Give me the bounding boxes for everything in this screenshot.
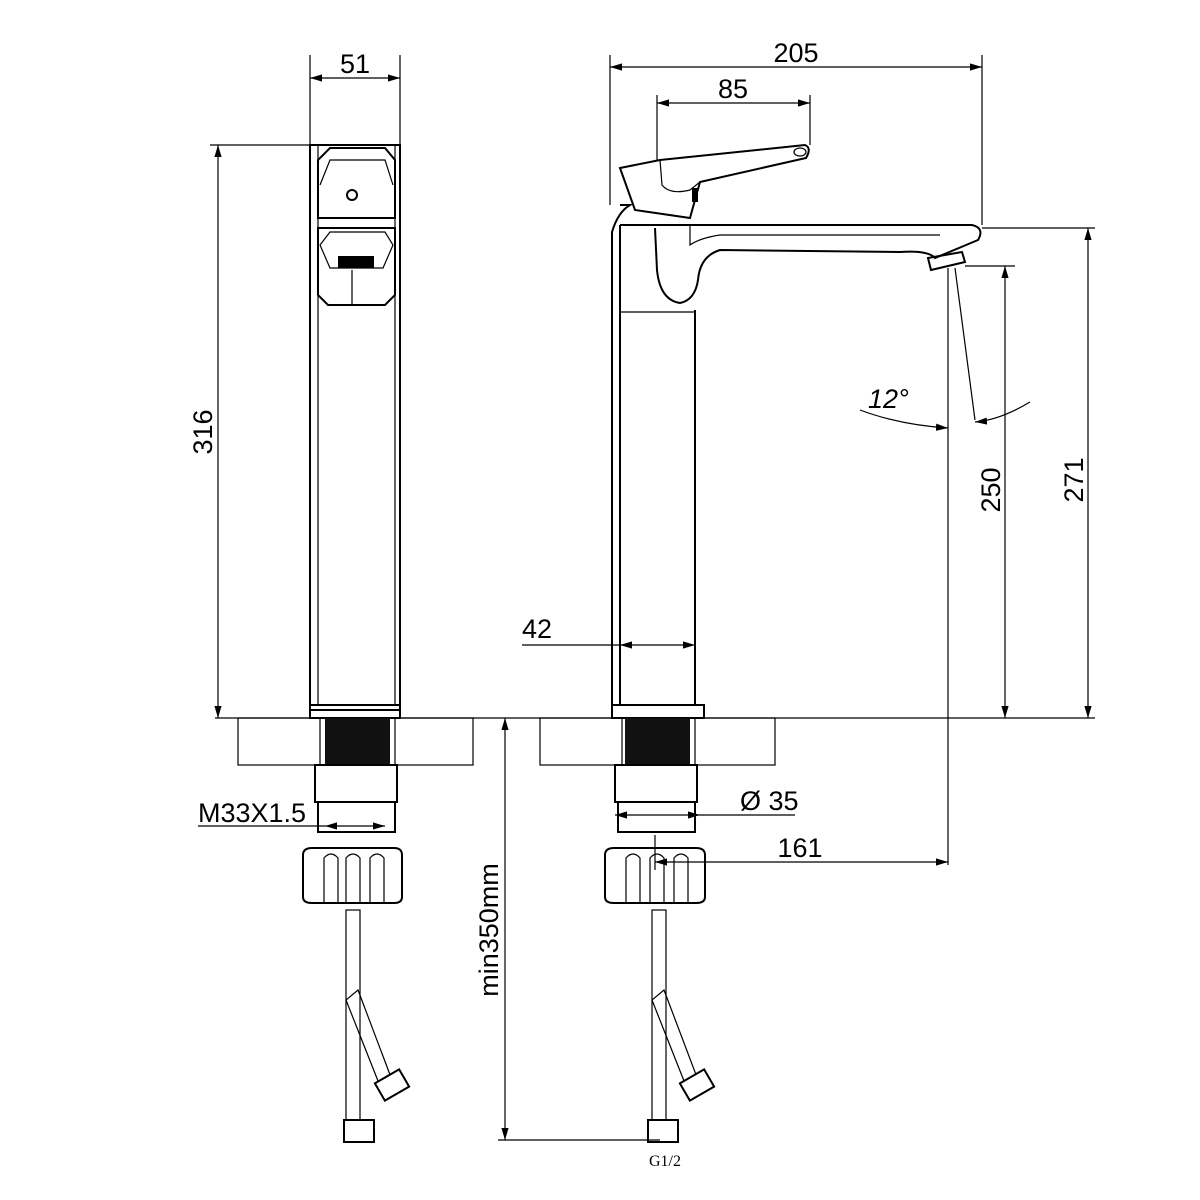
dim-42-label: 42 (522, 614, 552, 644)
dim-271-label: 271 (1059, 457, 1089, 502)
hose-connection-label: G1/2 (649, 1153, 681, 1170)
dim-thread: M33X1.5 (198, 798, 385, 830)
dim-205-label: 205 (773, 38, 818, 68)
dim-35: Ø 35 (615, 786, 799, 819)
dim-hose-length: min350mm (474, 718, 660, 1141)
dim-250-label: 250 (976, 467, 1006, 512)
dim-12-degrees: 12° (859, 267, 1031, 865)
dim-35-label: Ø 35 (740, 786, 799, 816)
dim-250: 250 (965, 265, 1015, 718)
angle-label: 12° (868, 384, 909, 414)
dim-316: 316 (188, 144, 330, 718)
front-view (539, 143, 982, 1143)
dim-161-label: 161 (777, 833, 822, 863)
dim-161: 161 (654, 833, 948, 870)
dim-42: 42 (522, 614, 695, 649)
dim-85: 85 (656, 74, 811, 160)
dim-51-label: 51 (340, 49, 370, 79)
handle-screw (346, 189, 358, 201)
dim-85-label: 85 (718, 74, 748, 104)
dim-271: 271 (982, 227, 1095, 718)
side-view (237, 144, 474, 1143)
hose-length-label: min350mm (474, 863, 504, 997)
dim-51: 51 (309, 49, 401, 145)
dim-205: 205 (609, 38, 983, 225)
thread-label: M33X1.5 (198, 798, 306, 828)
dim-316-label: 316 (188, 409, 218, 454)
